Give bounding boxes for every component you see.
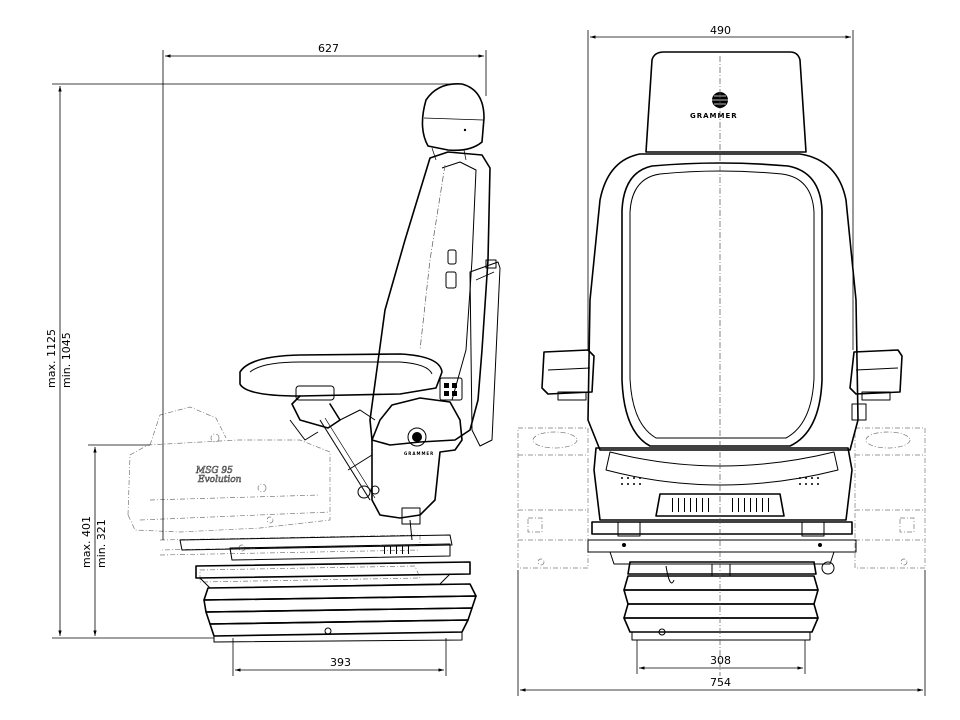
side-view: MSG 95 Evolution bbox=[127, 83, 501, 643]
side-seat-frame bbox=[371, 397, 463, 519]
dim-height-min: min. 1045 bbox=[60, 332, 73, 388]
side-bellows bbox=[203, 583, 477, 643]
dim-side-width: 627 bbox=[318, 42, 339, 55]
front-seat-cushion bbox=[593, 447, 853, 521]
front-ghost-extension bbox=[517, 427, 926, 569]
front-armrest-left bbox=[541, 349, 595, 401]
side-ghost-seat: MSG 95 Evolution bbox=[127, 406, 421, 583]
side-control-panel bbox=[439, 377, 463, 401]
dim-height-max: max. 1125 bbox=[45, 329, 58, 388]
side-rails bbox=[179, 534, 453, 551]
dim-base-width-front: 308 bbox=[710, 654, 731, 667]
dim-seat-height-min: min. 321 bbox=[95, 519, 108, 568]
side-headrest bbox=[421, 83, 485, 152]
side-arm-bracket bbox=[469, 261, 501, 447]
dim-base-width-side: 393 bbox=[330, 656, 351, 669]
svg-text:GRAMMER: GRAMMER bbox=[404, 451, 434, 456]
front-headrest bbox=[645, 51, 807, 153]
front-view: GRAMMER bbox=[517, 51, 926, 676]
front-backrest bbox=[587, 153, 859, 451]
brand-name: GRAMMER bbox=[690, 112, 738, 120]
dim-seat-height-max: max. 401 bbox=[80, 516, 93, 568]
dim-back-width: 490 bbox=[710, 24, 731, 37]
dim-overall-width: 754 bbox=[710, 676, 731, 689]
side-logo-script-sub: Evolution bbox=[197, 475, 242, 485]
front-armrest-right bbox=[849, 349, 903, 421]
front-dimensions: 490 308 754 bbox=[517, 24, 926, 696]
side-backrest bbox=[369, 151, 491, 446]
side-armrest bbox=[239, 353, 443, 397]
front-bellows bbox=[623, 575, 819, 641]
side-logo-script: MSG 95 bbox=[195, 466, 233, 476]
side-dimensions: 627 max. 1125 min. 1045 max. 401 min. 32… bbox=[45, 42, 487, 676]
